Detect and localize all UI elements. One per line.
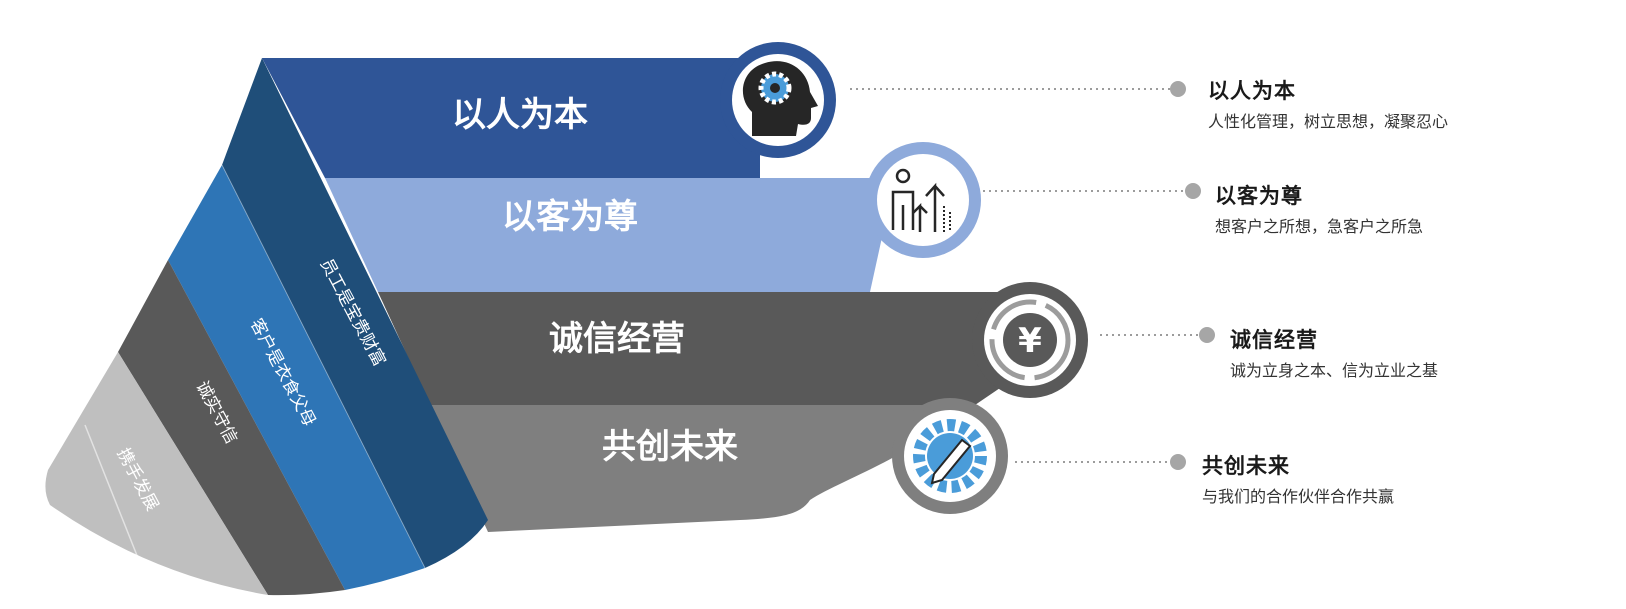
connector-dot-3 bbox=[1199, 327, 1215, 343]
description-2: 以客为尊 想客户之所想，急客户之所急 bbox=[1215, 183, 1423, 239]
people-growth-icon bbox=[865, 142, 981, 258]
connector-dot-1 bbox=[1170, 81, 1186, 97]
svg-text:¥: ¥ bbox=[1018, 321, 1042, 361]
description-title: 诚信经营 bbox=[1230, 327, 1318, 352]
description-title: 以人为本 bbox=[1208, 78, 1296, 103]
description-text: 诚为立身之本、信为立业之基 bbox=[1230, 361, 1439, 380]
cone-band-3 bbox=[118, 260, 345, 596]
description-3: 诚信经营 诚为立身之本、信为立业之基 bbox=[1230, 327, 1438, 383]
layer-band-3 bbox=[378, 292, 1000, 405]
description-1: 以人为本 人性化管理，树立思想，凝聚忍心 bbox=[1208, 78, 1448, 134]
connector-dot-2 bbox=[1185, 183, 1201, 199]
head-gear-icon bbox=[720, 42, 836, 158]
layer-band-4 bbox=[430, 405, 960, 532]
layer-band-2 bbox=[325, 178, 895, 292]
layer-title-3: 诚信经营 bbox=[549, 319, 685, 359]
description-4: 共创未来 与我们的合作伙伴合作共赢 bbox=[1202, 453, 1394, 509]
description-text: 人性化管理，树立思想，凝聚忍心 bbox=[1208, 112, 1449, 131]
cone-band-4 bbox=[45, 352, 268, 595]
connector-dot-4 bbox=[1170, 454, 1186, 470]
description-text: 与我们的合作伙伴合作共赢 bbox=[1202, 487, 1395, 506]
layer-title-1: 以人为本 bbox=[452, 95, 588, 135]
description-title: 共创未来 bbox=[1202, 453, 1290, 478]
layer-title-2: 以客为尊 bbox=[502, 197, 638, 237]
cone-band-1 bbox=[222, 58, 488, 568]
cone-band-2 bbox=[168, 165, 425, 590]
yen-coin-icon: ¥ bbox=[972, 282, 1088, 398]
gear-pen-icon bbox=[892, 398, 1008, 514]
description-text: 想客户之所想，急客户之所急 bbox=[1215, 217, 1424, 236]
description-title: 以客为尊 bbox=[1215, 183, 1303, 208]
layer-band-1 bbox=[262, 58, 760, 178]
layer-title-4: 共创未来 bbox=[602, 427, 738, 467]
